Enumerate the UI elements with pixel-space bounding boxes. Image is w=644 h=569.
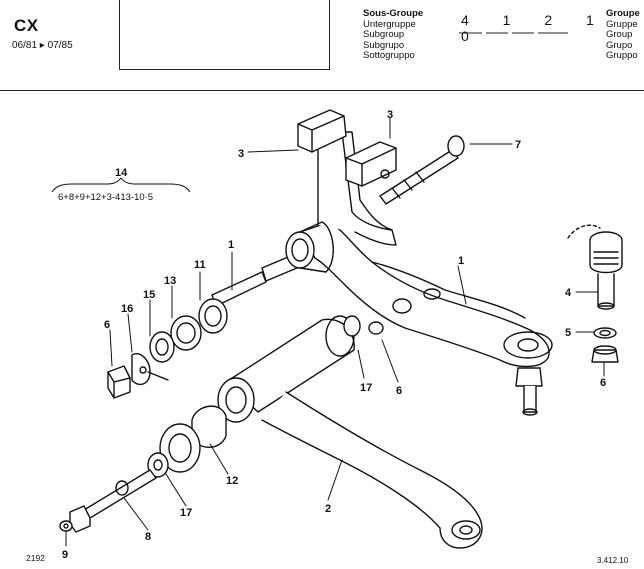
- page-reference: 3.412.10: [597, 556, 629, 565]
- callout-3-top: 3: [387, 109, 393, 121]
- callout-3-left: 3: [238, 148, 244, 160]
- callout-16: 16: [121, 303, 133, 315]
- kit-bracket: [51, 177, 191, 193]
- blank-header-box: [119, 0, 330, 70]
- group-label-it: Gruppo: [606, 50, 638, 61]
- header-rules: [459, 32, 568, 34]
- group-label-de: Gruppe: [606, 18, 638, 30]
- subgroup-label-de: Untergruppe: [363, 18, 416, 30]
- bump-stop-blocks: [297, 109, 397, 187]
- callout-4: 4: [565, 287, 572, 299]
- callout-5: 5: [565, 327, 571, 339]
- subgroup-label-fr: Sous-Groupe: [363, 8, 424, 19]
- header-divider: [0, 90, 644, 91]
- vehicle-model: CX: [14, 16, 39, 35]
- group-label-en: Group: [606, 29, 633, 40]
- callout-15: 15: [143, 289, 155, 301]
- lower-wishbone-arm: [217, 315, 483, 549]
- production-dates: 06/81 ▸ 07/85: [12, 40, 73, 51]
- callout-12: 12: [226, 475, 238, 487]
- subgroup-label-es: Subgrupo: [363, 39, 405, 51]
- callout-8: 8: [145, 531, 151, 543]
- drawing-number: 2192: [26, 553, 45, 563]
- callout-11: 11: [194, 259, 206, 271]
- subgroup-label-it: Sottogruppo: [363, 50, 415, 61]
- subgroup-reference-number: 4 1 2 1 0: [461, 12, 609, 44]
- upper-wishbone-arm: [211, 131, 553, 368]
- subgroup-labels: Sous-Groupe Untergruppe Subgroup Subgrup…: [363, 8, 424, 62]
- callout-6-left: 6: [104, 319, 110, 331]
- lower-ball-stud: [515, 367, 543, 416]
- kit-composition-formula: 6+8+9+12+3-413-10·5: [58, 192, 153, 203]
- leader-lines: [65, 117, 605, 547]
- group-label-es: Grupo: [606, 39, 633, 51]
- callout-9: 9: [62, 549, 68, 561]
- callout-13: 13: [164, 275, 176, 287]
- callout-17-lower: 17: [180, 507, 192, 519]
- group-labels: Groupe Gruppe Group Grupo Gruppo: [606, 8, 640, 62]
- callout-6-middle: 6: [396, 385, 402, 397]
- group-label-fr: Groupe: [606, 8, 640, 19]
- subgroup-label-en: Subgroup: [363, 29, 405, 40]
- callout-1-upper: 1: [228, 239, 234, 251]
- ball-joint: [567, 224, 623, 363]
- lower-bearing-stack: [59, 405, 227, 533]
- callout-17-upper: 17: [360, 382, 372, 394]
- callout-1-right: 1: [458, 255, 464, 267]
- callout-6-right: 6: [600, 377, 606, 389]
- callout-2: 2: [325, 503, 331, 515]
- upper-bearing-stack: [107, 298, 228, 399]
- pivot-pin: [379, 135, 465, 205]
- callout-7: 7: [515, 139, 521, 151]
- callout-14: 14: [115, 167, 128, 179]
